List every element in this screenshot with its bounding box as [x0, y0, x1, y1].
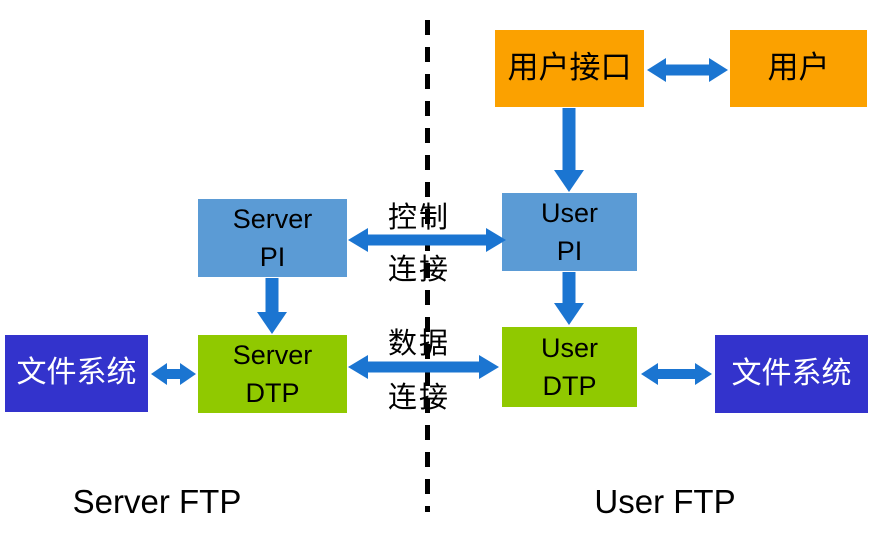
node-user-dtp-line2: DTP [542, 371, 597, 401]
node-user-dtp: User DTP [502, 327, 637, 407]
node-file-system-server-label: 文件系统 [16, 356, 137, 390]
user-dtp-file-system-double-arrow [641, 363, 712, 385]
server-pi-to-server-dtp-arrow [257, 278, 287, 334]
node-user-label: 用户 [767, 50, 830, 86]
node-server-dtp-line1: Server [232, 339, 313, 370]
node-user-dtp-line1: User [540, 332, 598, 363]
node-user-pi-line1: User [540, 197, 598, 228]
user-pi-to-user-dtp-arrow [554, 272, 584, 325]
server-ftp-section-label: Server FTP [72, 483, 242, 520]
node-user-pi-line2: PI [556, 236, 583, 266]
node-user-interface: 用户接口 [495, 30, 644, 107]
node-server-pi-line2: PI [259, 242, 286, 272]
user-interface-user-double-arrow [647, 58, 728, 82]
file-system-server-dtp-double-arrow [151, 363, 196, 385]
control-connection-label-line2: 连接 [387, 254, 450, 286]
node-server-pi: Server PI [198, 199, 347, 277]
node-file-system-user-label: 文件系统 [731, 356, 852, 390]
node-server-dtp-line2: DTP [245, 378, 300, 408]
node-file-system-server: 文件系统 [5, 335, 148, 412]
node-user-pi: User PI [502, 193, 637, 271]
node-user-interface-label: 用户接口 [507, 50, 632, 86]
control-connection-label-line1: 控制 [387, 202, 450, 234]
data-connection-label-line1: 数据 [387, 328, 450, 360]
node-file-system-user: 文件系统 [715, 335, 868, 413]
data-connection-label-line2: 连接 [387, 382, 450, 414]
node-user: 用户 [730, 30, 867, 107]
user-interface-to-user-pi-arrow [554, 108, 584, 192]
node-server-dtp: Server DTP [198, 335, 347, 413]
user-ftp-section-label: User FTP [594, 483, 736, 520]
node-server-pi-line1: Server [232, 203, 313, 234]
server-user-dashed-divider [425, 20, 430, 512]
